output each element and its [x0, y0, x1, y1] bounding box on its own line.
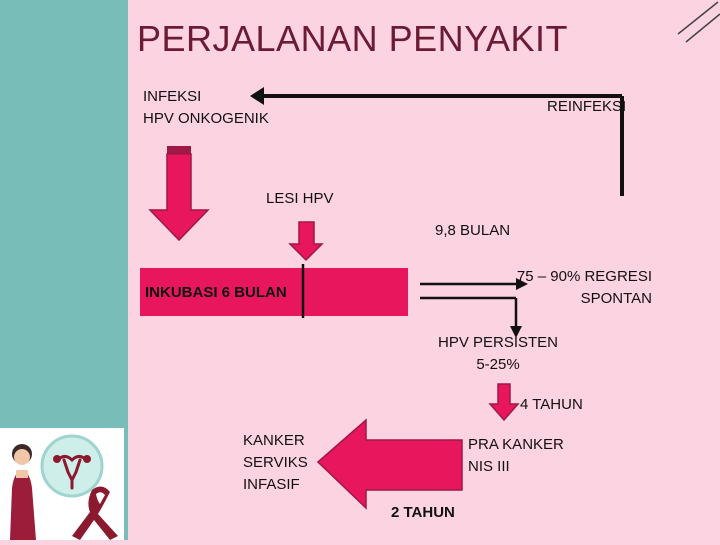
page-title: PERJALANAN PENYAKIT — [137, 18, 568, 59]
infeksi-down-arrow — [148, 146, 210, 242]
lesi-label: LESI HPV — [266, 190, 334, 207]
kanker-line-1: KANKER — [243, 432, 305, 449]
persisten-line-1: HPV PERSISTEN — [437, 334, 559, 351]
pra-kanker-line-2: NIS III — [468, 458, 510, 475]
tahun4-down-arrow — [488, 383, 520, 422]
regresi-label: 75 – 90% REGRESI SPONTAN — [500, 266, 652, 310]
uterus-icon — [53, 454, 91, 490]
regresi-arrowhead — [516, 278, 528, 290]
persisten-arrowhead — [510, 326, 522, 338]
awareness-ribbon-icon — [72, 486, 118, 540]
badge-circle — [40, 434, 104, 498]
infeksi-line-1: INFEKSI — [143, 88, 202, 105]
infeksi-line-2: HPV ONKOGENIK — [143, 110, 269, 127]
regresi-line-1: 75 – 90% REGRESI — [516, 268, 652, 285]
illustration-panel — [0, 428, 124, 540]
inkubasi-bar — [140, 268, 408, 316]
corner-lines-decoration — [677, 1, 720, 43]
kanker-label: KANKER SERVIKS INFASIF — [243, 430, 308, 496]
pra-kanker-label: PRA KANKER NIS III — [468, 434, 564, 478]
tahun4-label: 4 TAHUN — [520, 396, 583, 413]
kanker-line-3: INFASIF — [243, 476, 300, 493]
infeksi-label: INFEKSI HPV ONKOGENIK — [143, 86, 269, 130]
inkubasi-label: INKUBASI 6 BULAN — [145, 284, 287, 301]
kanker-left-arrow — [316, 418, 463, 510]
woman-uterus-ribbon-illustration — [10, 434, 118, 540]
pra-kanker-line-1: PRA KANKER — [468, 436, 564, 453]
reinfeksi-arrowhead — [250, 87, 264, 105]
persisten-label: HPV PERSISTEN 5-25% — [425, 332, 571, 376]
kanker-line-2: SERVIKS — [243, 454, 308, 471]
lesi-down-arrow — [288, 221, 324, 262]
regresi-line-2: SPONTAN — [580, 290, 652, 307]
persisten-line-2: 5-25% — [476, 356, 520, 373]
tahun2-label: 2 TAHUN — [391, 504, 455, 521]
woman-figure — [10, 444, 36, 540]
bulan-98-label: 9,8 BULAN — [435, 222, 511, 239]
reinfeksi-label: REINFEKSI — [547, 98, 627, 115]
